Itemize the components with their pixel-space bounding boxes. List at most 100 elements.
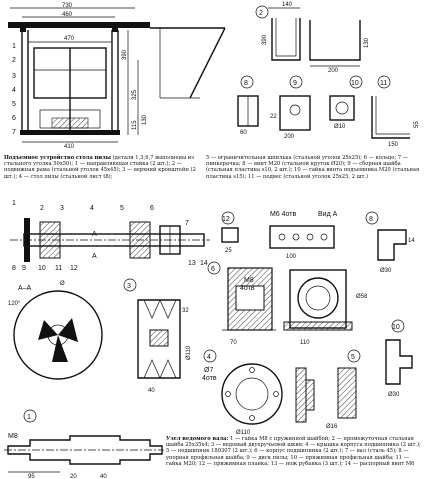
callout-2: 2	[12, 57, 16, 64]
figure-6-clamp-plate: 12 М6 4отв Вид А 100 25	[221, 211, 338, 260]
callout-1-shaft: 1	[27, 414, 31, 421]
label-m8: М8	[244, 277, 254, 284]
figure-8-bearing-housing: 6 М8 4отв 70 110 Ø58	[207, 261, 368, 346]
callout-a11: 11	[55, 265, 62, 272]
label-d7: Ø7	[204, 367, 213, 374]
figure-7-thrust-washer: 8 Ø30 14	[365, 211, 415, 274]
dim-325: 325	[132, 89, 138, 100]
dim-730: 730	[62, 3, 73, 9]
callout-7: 7	[12, 129, 16, 136]
label-4otv: 4отв	[240, 285, 255, 292]
callout-a5: 5	[120, 205, 124, 212]
dim-diam: Ø	[60, 281, 65, 287]
caption-1-left: Подъемное устройство стола пилы (детали …	[4, 155, 200, 180]
label-4otv-cover: 4отв	[202, 375, 217, 382]
callout-3-pulley: 3	[127, 283, 131, 290]
section-aa: А–А	[18, 285, 32, 292]
dim-140: 140	[282, 2, 293, 8]
caption-1-col1: 1 — направляющая стойка (2 шт.); 2 — под…	[4, 161, 196, 180]
callout-4: 4	[12, 87, 16, 94]
dim-d10: Ø10	[334, 124, 346, 130]
callout-6-housing: 6	[211, 266, 215, 273]
dim-55: 55	[414, 121, 420, 128]
dim-130-fig2: 130	[364, 37, 370, 48]
dim-40: 40	[148, 388, 155, 394]
callout-a4: 4	[90, 205, 94, 212]
dim-d30-w10: Ø30	[388, 392, 400, 398]
callout-8-washer: 8	[369, 216, 373, 223]
dim-14: 14	[408, 238, 415, 244]
caption-1-right: 5 — ограничительная шпилька (стальной уг…	[206, 155, 420, 180]
callout-5-bearing: 5	[351, 354, 355, 361]
dim-d30-washer: Ø30	[380, 268, 392, 274]
figure-4-shaft-assembly: 1 2 3 4 5 6 7 8 9 10 11 12 13 14 A A А–А…	[8, 200, 210, 380]
dim-200-p9: 200	[284, 134, 295, 140]
callout-a13: 13	[188, 260, 196, 267]
callout-4-cover: 4	[207, 354, 211, 361]
caption-2: Узел ведомого вала: 1 — гайка М8 с пружи…	[166, 436, 422, 467]
callout-a2: 2	[40, 205, 44, 212]
dim-115: 115	[132, 120, 138, 130]
figure-12-shaft: 1 М8 95 20 40	[4, 409, 164, 479]
dim-110-housing: 110	[300, 340, 310, 346]
figure-2-u-channel: 2 140 390 200 130	[255, 2, 370, 74]
callout-10: 10	[351, 80, 359, 87]
figure-9-bearing-cover: 4 Ø7 4отв Ø110	[202, 349, 315, 436]
dim-40-shaft: 40	[100, 474, 107, 479]
callout-10-washer: 10	[392, 324, 400, 331]
callout-a8: 8	[12, 265, 16, 272]
dim-200: 200	[328, 68, 339, 74]
caption-1-title: Подъемное устройство стола пилы	[4, 155, 111, 161]
label-a-2: A	[92, 253, 97, 260]
angle-120: 120°	[8, 301, 21, 307]
figure-11-clamp-washer: 10 Ø30	[385, 319, 413, 398]
figure-1-lifting-device: 730 460 470 410 390 325 115 130 1 2 3	[8, 3, 226, 150]
callout-9: 9	[293, 80, 297, 87]
figure-3-small-parts: 8 9 10 11 60 200 22 Ø10 150 55	[237, 75, 420, 148]
dim-d110-pulley: Ø110	[186, 345, 192, 360]
callout-2-fig: 2	[259, 10, 263, 17]
label-m6: М6 4отв	[270, 211, 297, 218]
dim-d16: Ø16	[326, 424, 338, 430]
callout-a7: 7	[185, 220, 189, 227]
dim-390: 390	[122, 49, 128, 60]
callout-a3: 3	[60, 205, 64, 212]
callout-3: 3	[12, 73, 16, 80]
callout-a9: 9	[22, 265, 26, 272]
dim-150: 150	[388, 142, 399, 148]
callout-1: 1	[12, 43, 16, 50]
dim-22: 22	[270, 114, 277, 120]
dim-20: 20	[70, 474, 77, 479]
dim-95: 95	[28, 474, 35, 479]
dim-460: 460	[62, 12, 73, 18]
callout-a10: 10	[38, 265, 46, 272]
dim-32: 32	[182, 308, 189, 314]
caption-1-title-note: (детали 1,3,6,7 выполнены из стального у…	[4, 155, 195, 168]
figure-10-bearing: 5 Ø16	[326, 349, 361, 430]
dim-70: 70	[230, 340, 237, 346]
dim-d58: Ø58	[356, 294, 368, 300]
callout-a14: 14	[200, 260, 208, 267]
dim-d110-cover: Ø110	[236, 430, 251, 436]
caption-2-title: Узел ведомого вала:	[166, 436, 229, 442]
callout-11: 11	[380, 80, 387, 87]
caption-1-col2: 5 — ограничительная шпилька (стальной уг…	[206, 155, 420, 180]
callout-12: 12	[222, 216, 230, 223]
callout-8: 8	[244, 80, 248, 87]
callout-a1: 1	[12, 200, 16, 207]
dim-390-fig2: 390	[262, 34, 268, 45]
callout-6: 6	[12, 115, 16, 122]
label-a-1: A	[92, 231, 97, 238]
callout-5: 5	[12, 101, 16, 108]
dim-25: 25	[225, 248, 232, 254]
callout-a6: 6	[150, 205, 154, 212]
dim-60: 60	[240, 130, 247, 136]
dim-470: 470	[64, 36, 75, 42]
callout-a12: 12	[70, 265, 78, 272]
dim-100: 100	[286, 254, 297, 260]
label-m8-shaft: М8	[8, 433, 18, 440]
figure-5-pulley: 3 40 32 Ø110	[123, 278, 192, 394]
dim-130: 130	[142, 114, 148, 125]
dim-410: 410	[64, 144, 75, 150]
